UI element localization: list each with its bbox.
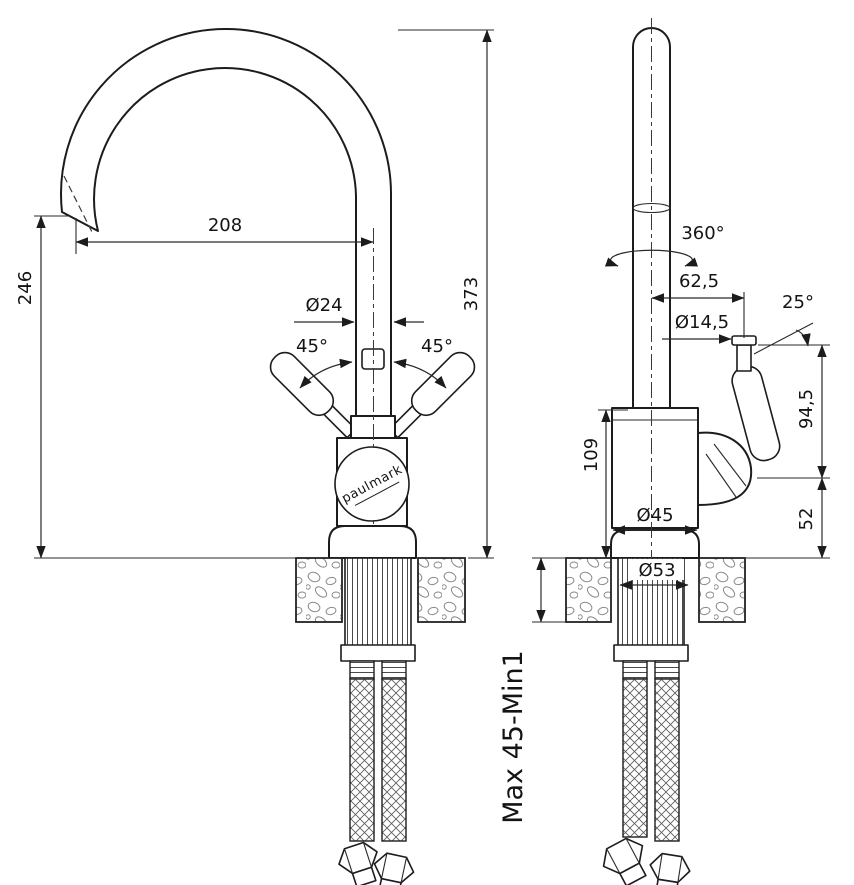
spout-gooseneck <box>60 27 393 451</box>
mounting-nut-side <box>613 644 689 662</box>
mounting-nut-front <box>340 644 416 662</box>
dim-handle-to-deck: 52 <box>796 508 817 531</box>
braided-hose <box>349 678 375 842</box>
braided-hose <box>622 678 648 838</box>
countertop-section-right <box>698 557 746 623</box>
label-halo <box>630 559 684 580</box>
countertop-section-left <box>565 557 612 623</box>
dim-left-handle-angle: 45° <box>296 336 328 357</box>
dim-body-diameter: Ø45 <box>636 505 673 526</box>
dim-mount-hole-diameter: Ø53 <box>638 560 675 581</box>
countertop-section-left <box>295 557 343 623</box>
lever-stem <box>736 344 752 372</box>
supply-hoses-side <box>602 660 691 885</box>
dim-deck-thickness-range: Max 45-Min1 <box>498 650 529 824</box>
countertop-section-right <box>417 557 466 623</box>
dim-spout-reach: 208 <box>208 215 242 236</box>
hex-fitting <box>602 837 647 885</box>
swivel-joint-line <box>632 202 671 214</box>
side-view <box>565 18 781 885</box>
hex-fitting <box>338 841 378 885</box>
dimension-annotations: 208 373 246 Ø24 45° 45° 360° 62,5 25° Ø1… <box>15 29 830 824</box>
base-flange-front <box>328 525 417 559</box>
braided-hose <box>654 678 680 842</box>
dim-swivel-angle: 360° <box>681 223 724 244</box>
dim-right-handle-angle: 45° <box>421 336 453 357</box>
supply-hoses-front <box>338 660 415 885</box>
hex-fitting <box>649 852 691 885</box>
handle-left <box>269 351 357 439</box>
lever-pivot-dome <box>697 431 753 506</box>
handle-right <box>388 351 476 439</box>
threaded-shank-front <box>344 557 412 655</box>
dim-handle-offset: 62,5 <box>679 271 719 292</box>
dim-body-height: 109 <box>581 438 602 472</box>
dim-tube-diameter: Ø24 <box>305 295 342 316</box>
dim-total-height: 373 <box>461 277 482 311</box>
dim-stem-diameter: Ø14,5 <box>675 312 729 333</box>
handle-left-paddle <box>269 351 335 417</box>
dim-handle-tilt: 25° <box>782 292 814 313</box>
handle-right-paddle <box>410 351 476 417</box>
dim-outlet-height: 246 <box>15 271 36 305</box>
dim-handle-length: 94,5 <box>796 389 817 429</box>
base-flange-side <box>610 529 700 559</box>
front-view: paulmark <box>60 27 476 885</box>
braided-hose <box>381 678 407 842</box>
brand-logo: paulmark <box>334 446 410 522</box>
